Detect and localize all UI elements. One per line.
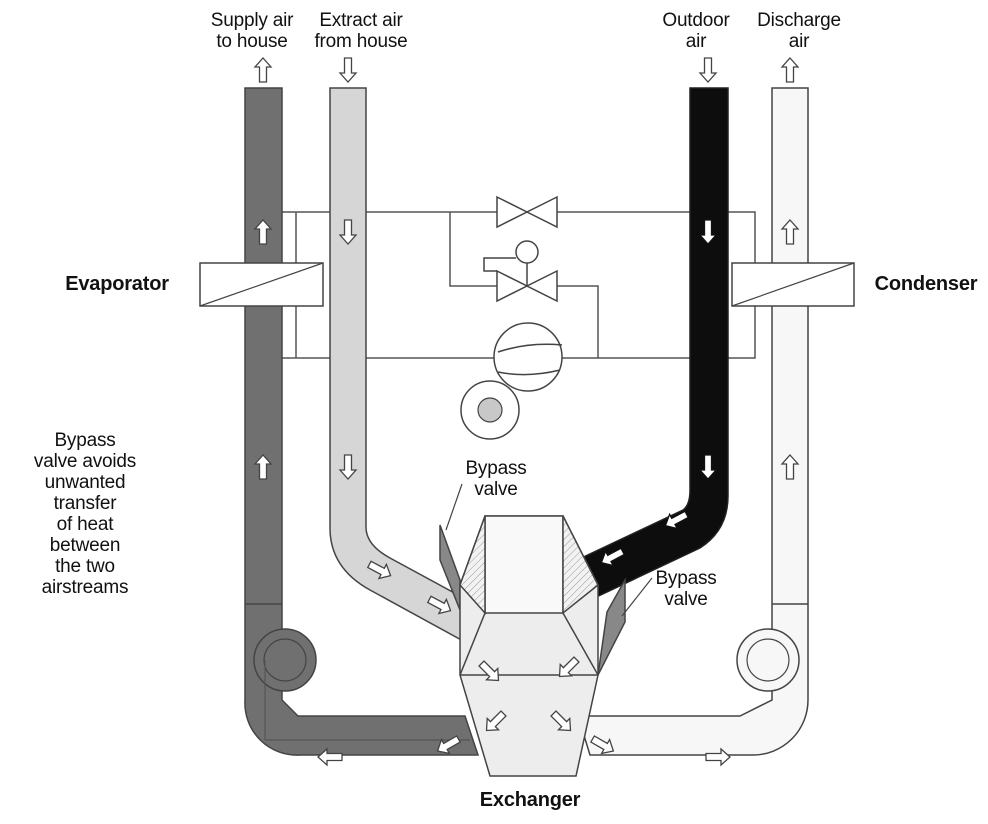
exchanger-arrow-icon [485,710,507,732]
extract-arrow-icon [338,219,358,245]
heat-exchanger [439,515,626,777]
fan [460,380,520,440]
exchanger-arrow-icon [558,656,580,678]
discharge-duct-elbow [736,628,800,692]
discharge-air-label: Discharge air [757,10,841,52]
extract-air-label: Extract air from house [314,10,408,52]
supply-arrow-icon [317,747,343,767]
supply-arrow-icon [436,735,462,755]
extract-inlet-arrow-icon [338,57,358,83]
evaporator-label: Evaporator [65,273,169,295]
supply-air-duct [244,87,480,756]
thermostatic-valve [483,240,558,303]
supply-arrow-icon [253,219,273,245]
exchanger-label: Exchanger [479,789,581,811]
outdoor-air-duct [572,87,729,602]
evaporator-coil [199,262,324,307]
outdoor-arrow-icon [600,547,626,567]
bypass-valve-lower-label: Bypass valve [655,568,717,610]
extract-arrow-icon [338,454,358,480]
expansion-valve [496,195,558,229]
outdoor-arrow-icon [664,510,690,530]
exchanger-arrow-icon [550,710,572,732]
supply-arrow-icon [253,454,273,480]
bypass-leader-lower [621,577,653,617]
outdoor-air-label: Outdoor air [662,10,730,52]
flow-arrows [253,57,800,767]
outdoor-arrow-icon [698,219,718,245]
extract-air-duct [329,87,483,644]
supply-outlet-arrow-icon [253,57,273,83]
discharge-arrow-icon [589,735,615,755]
condenser-coil [731,262,855,307]
discharge-arrow-icon [780,219,800,245]
compressor [493,322,563,392]
discharge-outlet-arrow-icon [780,57,800,83]
bypass-valve-upper-label: Bypass valve [465,458,527,500]
extract-arrow-icon [366,560,392,580]
outdoor-inlet-arrow-icon [698,57,718,83]
condenser-label: Condenser [874,273,978,295]
supply-air-label: Supply air to house [210,10,294,52]
bypass-leader-upper [445,483,463,531]
supply-duct-elbow [253,628,317,692]
discharge-arrow-icon [780,454,800,480]
discharge-air-duct [576,87,809,756]
outdoor-arrow-icon [698,454,718,480]
exchanger-arrow-icon [478,660,500,682]
bypass-note: Bypass valve avoids unwanted transfer of… [33,430,137,598]
extract-arrow-icon [426,595,452,615]
discharge-arrow-icon [705,747,731,767]
